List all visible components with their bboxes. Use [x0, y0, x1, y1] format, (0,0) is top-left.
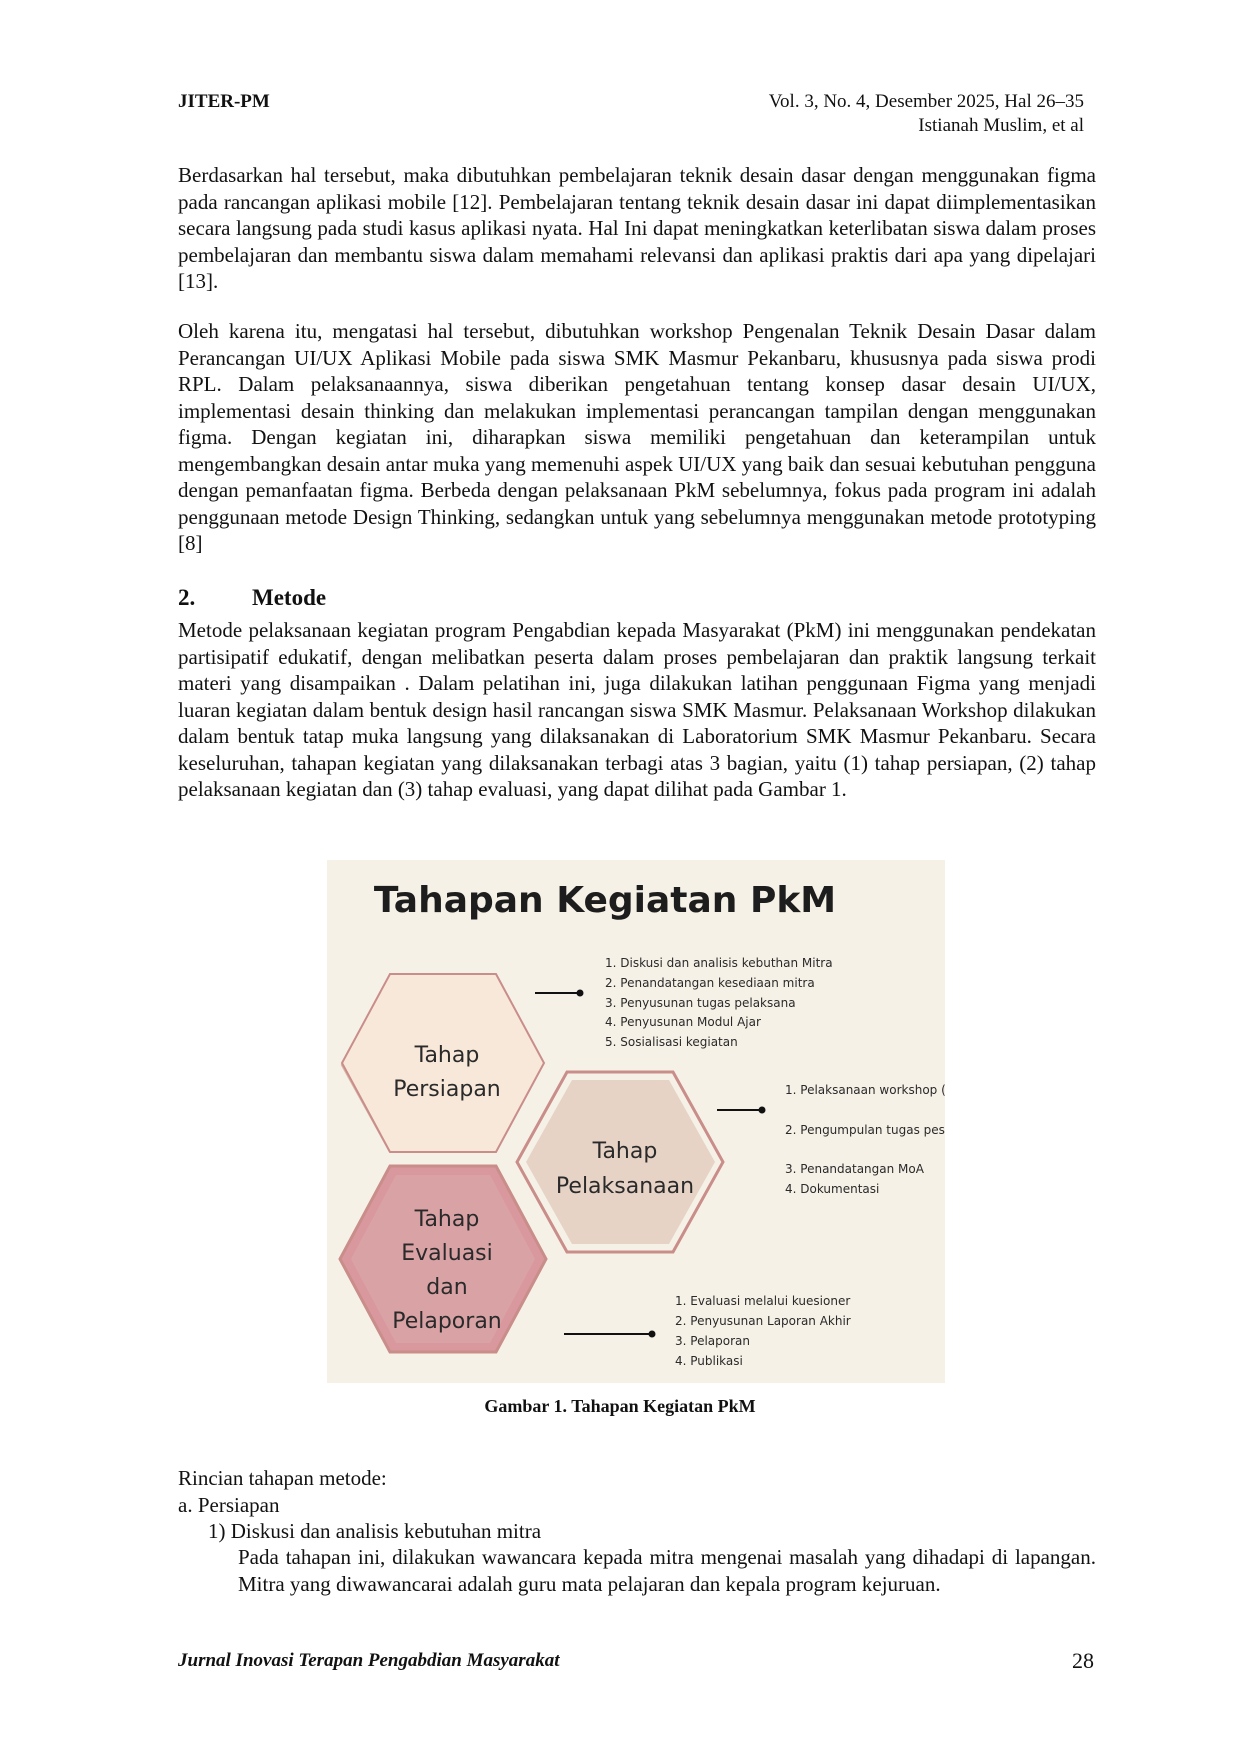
figure-caption: Gambar 1. Tahapan Kegiatan PkM [484, 1396, 756, 1416]
paragraph-2: Oleh karena itu, mengatasi hal tersebut,… [178, 319, 1096, 555]
hexagon-persiapan [340, 973, 546, 1153]
stage-3-item-2: 2. Penyusunan Laporan Akhir [675, 1314, 851, 1328]
header-authors: Istianah Muslim, et al [918, 115, 1084, 136]
stage-3-item-1: 1. Evaluasi melalui kuesioner [675, 1294, 850, 1308]
stage-2-label-line-2: Pelaksanaan [556, 1174, 694, 1199]
connector-dot-pelaksanaan [758, 1106, 766, 1114]
stage-1-label-line-2: Persiapan [393, 1077, 501, 1102]
section-number: 2. [178, 585, 196, 610]
stage-3-item-4: 4. Publikasi [675, 1354, 743, 1368]
section-heading: 2. Metode [178, 583, 326, 613]
figure-title: Tahapan Kegiatan PkM [374, 880, 836, 921]
stage-2-item-4: 4. Dokumentasi [785, 1182, 879, 1196]
hexagon-pelaksanaan-outline [515, 1070, 725, 1254]
stage-1-item-5: 5. Sosialisasi kegiatan [605, 1035, 738, 1049]
stage-2-item-1: 1. Pelaksanaan workshop (teori dan prakt… [785, 1083, 945, 1097]
stage-1-item-2: 2. Penandatangan kesediaan mitra [605, 976, 815, 990]
paragraph-1: Berdasarkan hal tersebut, maka dibutuhka… [178, 163, 1096, 293]
stage-3-label-line-2: Evaluasi [401, 1241, 493, 1266]
item-diskusi-body: Pada tahapan ini, dilakukan wawancara ke… [238, 1545, 1096, 1596]
stage-3-label-line-1: Tahap [414, 1207, 480, 1232]
stage-2-label-line-1: Tahap [592, 1139, 658, 1164]
stage-3-items: 1. Evaluasi melalui kuesioner 2. Penyusu… [675, 1294, 851, 1368]
sub-heading-persiapan: a. Persiapan [178, 1493, 280, 1517]
hexagon-evaluasi [351, 1175, 535, 1343]
stage-1-item-1: 1. Diskusi dan analisis kebuthan Mitra [605, 956, 833, 970]
stage-1-items: 1. Diskusi dan analisis kebuthan Mitra 2… [605, 956, 833, 1049]
stage-2-item-3: 3. Penandatangan MoA [785, 1162, 925, 1176]
hexagon-pelaksanaan [526, 1080, 715, 1244]
volume-info: Vol. 3, No. 4, Desember 2025, Hal 26–35 [768, 91, 1084, 112]
stage-3-item-3: 3. Pelaporan [675, 1334, 750, 1348]
details-intro: Rincian tahapan metode: [178, 1466, 387, 1490]
journal-abbreviation: JITER-PM [178, 91, 270, 112]
figure-tahapan-kegiatan: Tahapan Kegiatan PkM Tahap Persiapan Tah… [327, 860, 945, 1383]
stages-diagram: Tahapan Kegiatan PkM Tahap Persiapan Tah… [338, 880, 945, 1368]
header-meta: Vol. 3, No. 4, Desember 2025, Hal 26–35 … [769, 90, 1084, 138]
stage-3-label-line-4: Pelaporan [392, 1309, 502, 1334]
stage-1-item-4: 4. Penyusunan Modul Ajar [605, 1015, 761, 1029]
stage-1-label-line-1: Tahap [414, 1043, 480, 1068]
item-diskusi: 1) Diskusi dan analisis kebutuhan mitra [208, 1519, 542, 1543]
stage-2-item-2: 2. Pengumpulan tugas peserta [785, 1123, 945, 1137]
connector-dot-persiapan [576, 989, 584, 997]
footer-journal-name: Jurnal Inovasi Terapan Pengabdian Masyar… [178, 1650, 560, 1671]
connector-dot-evaluasi [648, 1330, 656, 1338]
page-number: 28 [1072, 1648, 1094, 1673]
section-title: Metode [252, 585, 327, 610]
stage-3-label-line-3: dan [426, 1275, 467, 1300]
stage-2-items: 1. Pelaksanaan workshop (teori dan prakt… [785, 1083, 945, 1196]
stage-1-item-3: 3. Penyusunan tugas pelaksana [605, 996, 796, 1010]
paragraph-3: Metode pelaksanaan kegiatan program Peng… [178, 618, 1096, 801]
